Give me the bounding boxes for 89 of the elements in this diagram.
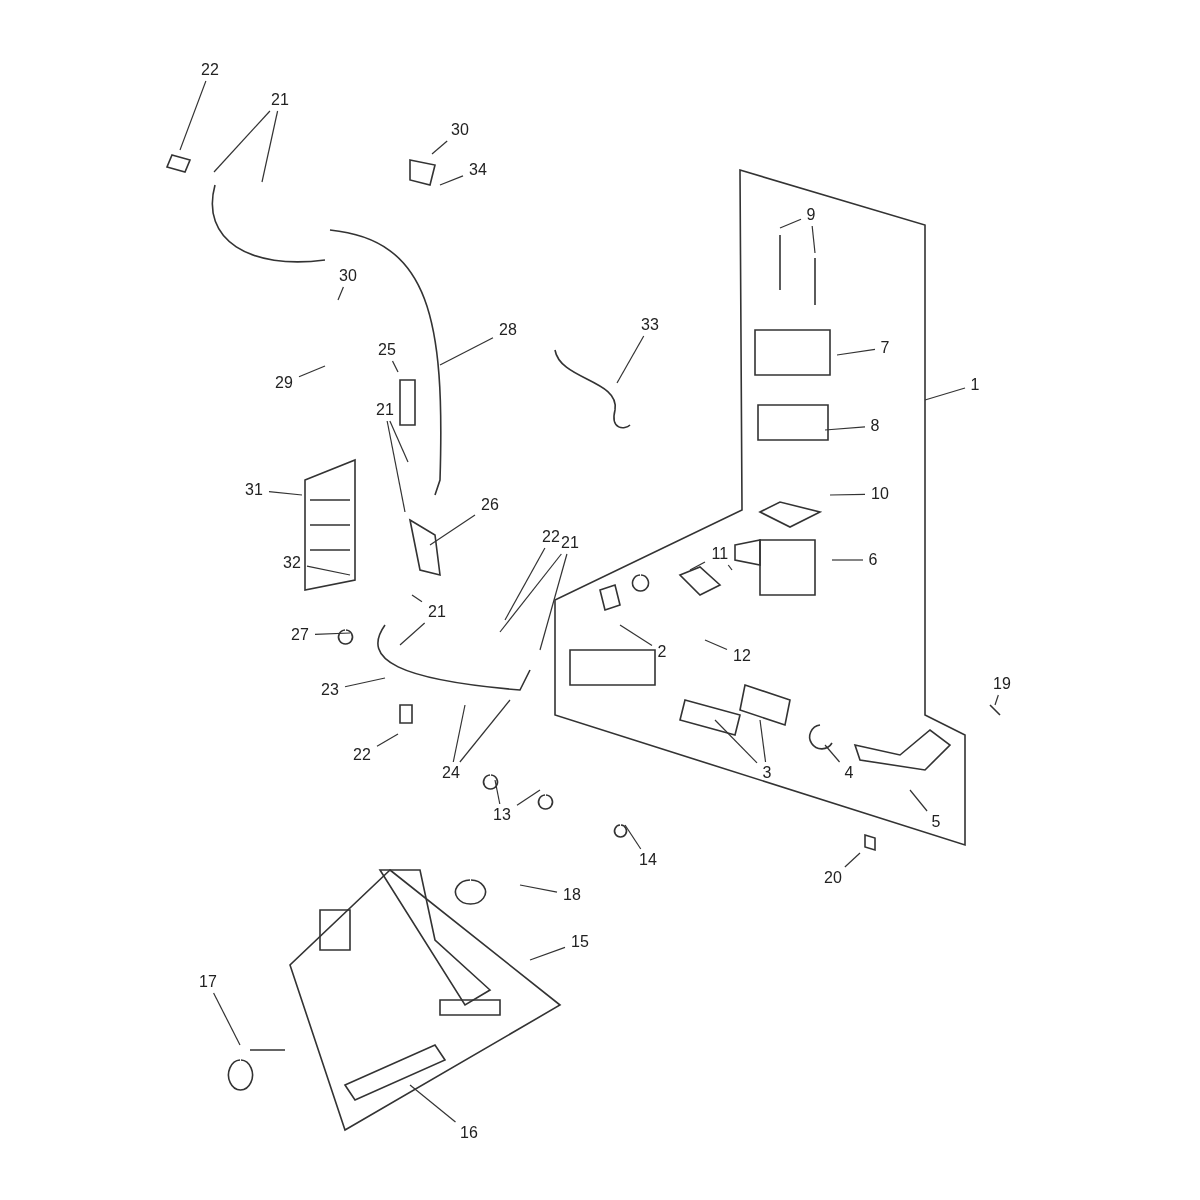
- leader-line: [909, 789, 928, 812]
- leader-line: [829, 493, 866, 496]
- callout-number: 1: [970, 376, 980, 394]
- callout-number: 18: [563, 886, 581, 904]
- leader-line: [714, 719, 758, 764]
- leader-line: [624, 824, 642, 850]
- callout-number: 8: [870, 417, 880, 435]
- callout-number: 33: [641, 316, 659, 334]
- leader-line: [344, 677, 386, 688]
- leader-line: [439, 337, 494, 366]
- callout-number: 3: [762, 764, 772, 782]
- callout-number: 27: [291, 626, 309, 644]
- leader-line: [386, 420, 406, 513]
- leader-line: [179, 80, 207, 151]
- leader-line: [306, 565, 351, 576]
- leader-line: [429, 514, 476, 546]
- callout-number: 30: [451, 121, 469, 139]
- callout-number: 21: [271, 91, 289, 109]
- leader-line: [779, 218, 802, 229]
- leader-line: [409, 1084, 457, 1123]
- callout-number: 16: [460, 1124, 478, 1142]
- leader-line: [836, 348, 876, 356]
- callout-number: 11: [711, 545, 729, 563]
- callout-number: 20: [824, 869, 842, 887]
- leader-line: [844, 852, 861, 868]
- leader-line: [516, 789, 541, 806]
- callout-number: 31: [245, 481, 263, 499]
- leader-line: [504, 547, 546, 621]
- callout-number: 22: [353, 746, 371, 764]
- callout-number: 24: [442, 764, 460, 782]
- callout-number: 21: [428, 603, 446, 621]
- callout-number: 14: [639, 851, 657, 869]
- leader-line: [268, 490, 303, 496]
- leader-line: [298, 365, 326, 378]
- leader-line: [389, 420, 409, 463]
- leader-line: [499, 553, 562, 633]
- callout-number: 9: [806, 206, 816, 224]
- leader-line: [824, 426, 866, 431]
- leader-line: [391, 360, 399, 373]
- leader-line: [213, 992, 241, 1046]
- callout-number: 23: [321, 681, 339, 699]
- callout-number: 26: [481, 496, 499, 514]
- leader-line: [213, 110, 271, 173]
- leader-line: [376, 733, 399, 747]
- leader-line: [994, 694, 999, 706]
- callout-number: 34: [469, 161, 487, 179]
- callout-number: 30: [339, 267, 357, 285]
- leader-line: [689, 561, 706, 571]
- leader-line: [452, 704, 466, 763]
- leader-line: [811, 225, 816, 254]
- leader-line: [924, 387, 966, 401]
- leader-line: [824, 744, 841, 763]
- leader-line: [411, 594, 423, 603]
- callout-number: 21: [376, 401, 394, 419]
- leader-line: [759, 719, 767, 763]
- callout-number: 25: [378, 341, 396, 359]
- leader-line: [704, 639, 728, 651]
- callout-number: 4: [844, 764, 854, 782]
- leader-line: [459, 699, 511, 763]
- callout-number: 10: [871, 485, 889, 503]
- callout-number: 32: [283, 554, 301, 572]
- callout-number: 22: [201, 61, 219, 79]
- callout-number: 21: [561, 534, 579, 552]
- callout-number: 7: [880, 339, 890, 357]
- leader-line: [314, 632, 351, 635]
- callout-number: 29: [275, 374, 293, 392]
- leader-line: [619, 624, 653, 647]
- callout-number: 2: [657, 643, 667, 661]
- leader-line: [539, 553, 568, 651]
- callout-number: 28: [499, 321, 517, 339]
- leader-line: [831, 559, 864, 561]
- leader-line: [529, 946, 566, 961]
- leader-line: [519, 884, 558, 893]
- callout-number: 5: [931, 813, 941, 831]
- callout-number: 19: [993, 675, 1011, 693]
- callout-number: 12: [733, 647, 751, 665]
- callout-number: 13: [493, 806, 511, 824]
- callout-number: 6: [868, 551, 878, 569]
- leader-line: [261, 110, 279, 183]
- callout-number: 17: [199, 973, 217, 991]
- leader-line: [727, 564, 733, 571]
- leader-line: [616, 335, 645, 384]
- leader-line: [337, 286, 345, 301]
- callout-number: 22: [542, 528, 560, 546]
- leader-line: [431, 140, 448, 155]
- leader-line: [399, 622, 426, 646]
- leader-line: [439, 175, 464, 186]
- callout-number: 15: [571, 933, 589, 951]
- leader-line: [494, 779, 501, 805]
